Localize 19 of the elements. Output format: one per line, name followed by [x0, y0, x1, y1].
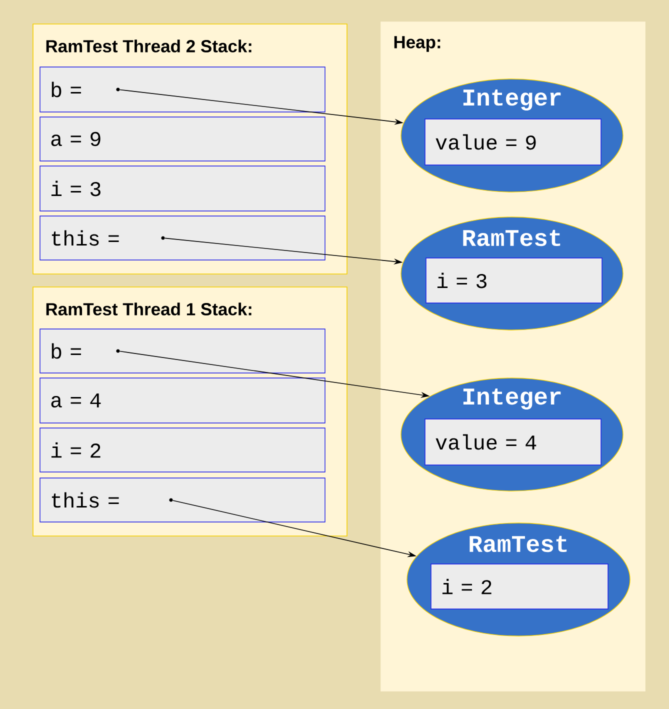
class-name: RamTest	[470, 536, 567, 552]
class-name: Integer	[463, 388, 561, 410]
variable-cell: b =	[40, 328, 326, 374]
panel-title: RamTest Thread 2 Stack:	[46, 40, 252, 52]
panel-title: RamTest Thread 1 Stack:	[46, 302, 252, 316]
variable-cell: a = 4	[40, 378, 326, 424]
variable-cell: i = 2	[40, 428, 326, 472]
variable-cell: i = 3	[40, 166, 326, 212]
panel-title: Heap:	[394, 36, 440, 52]
class-name: Integer	[463, 89, 561, 111]
variable-cell: b =	[40, 66, 326, 112]
variable-cell: i = 3	[426, 258, 602, 304]
variable-cell: value = 9	[424, 118, 602, 166]
variable-cell: value = 4	[424, 418, 602, 466]
variable-cell: this =	[40, 478, 326, 522]
variable-cell: this =	[40, 216, 326, 260]
variable-cell: a = 9	[40, 116, 326, 162]
class-name: RamTest	[463, 230, 560, 246]
variable-cell: i = 2	[430, 564, 608, 610]
